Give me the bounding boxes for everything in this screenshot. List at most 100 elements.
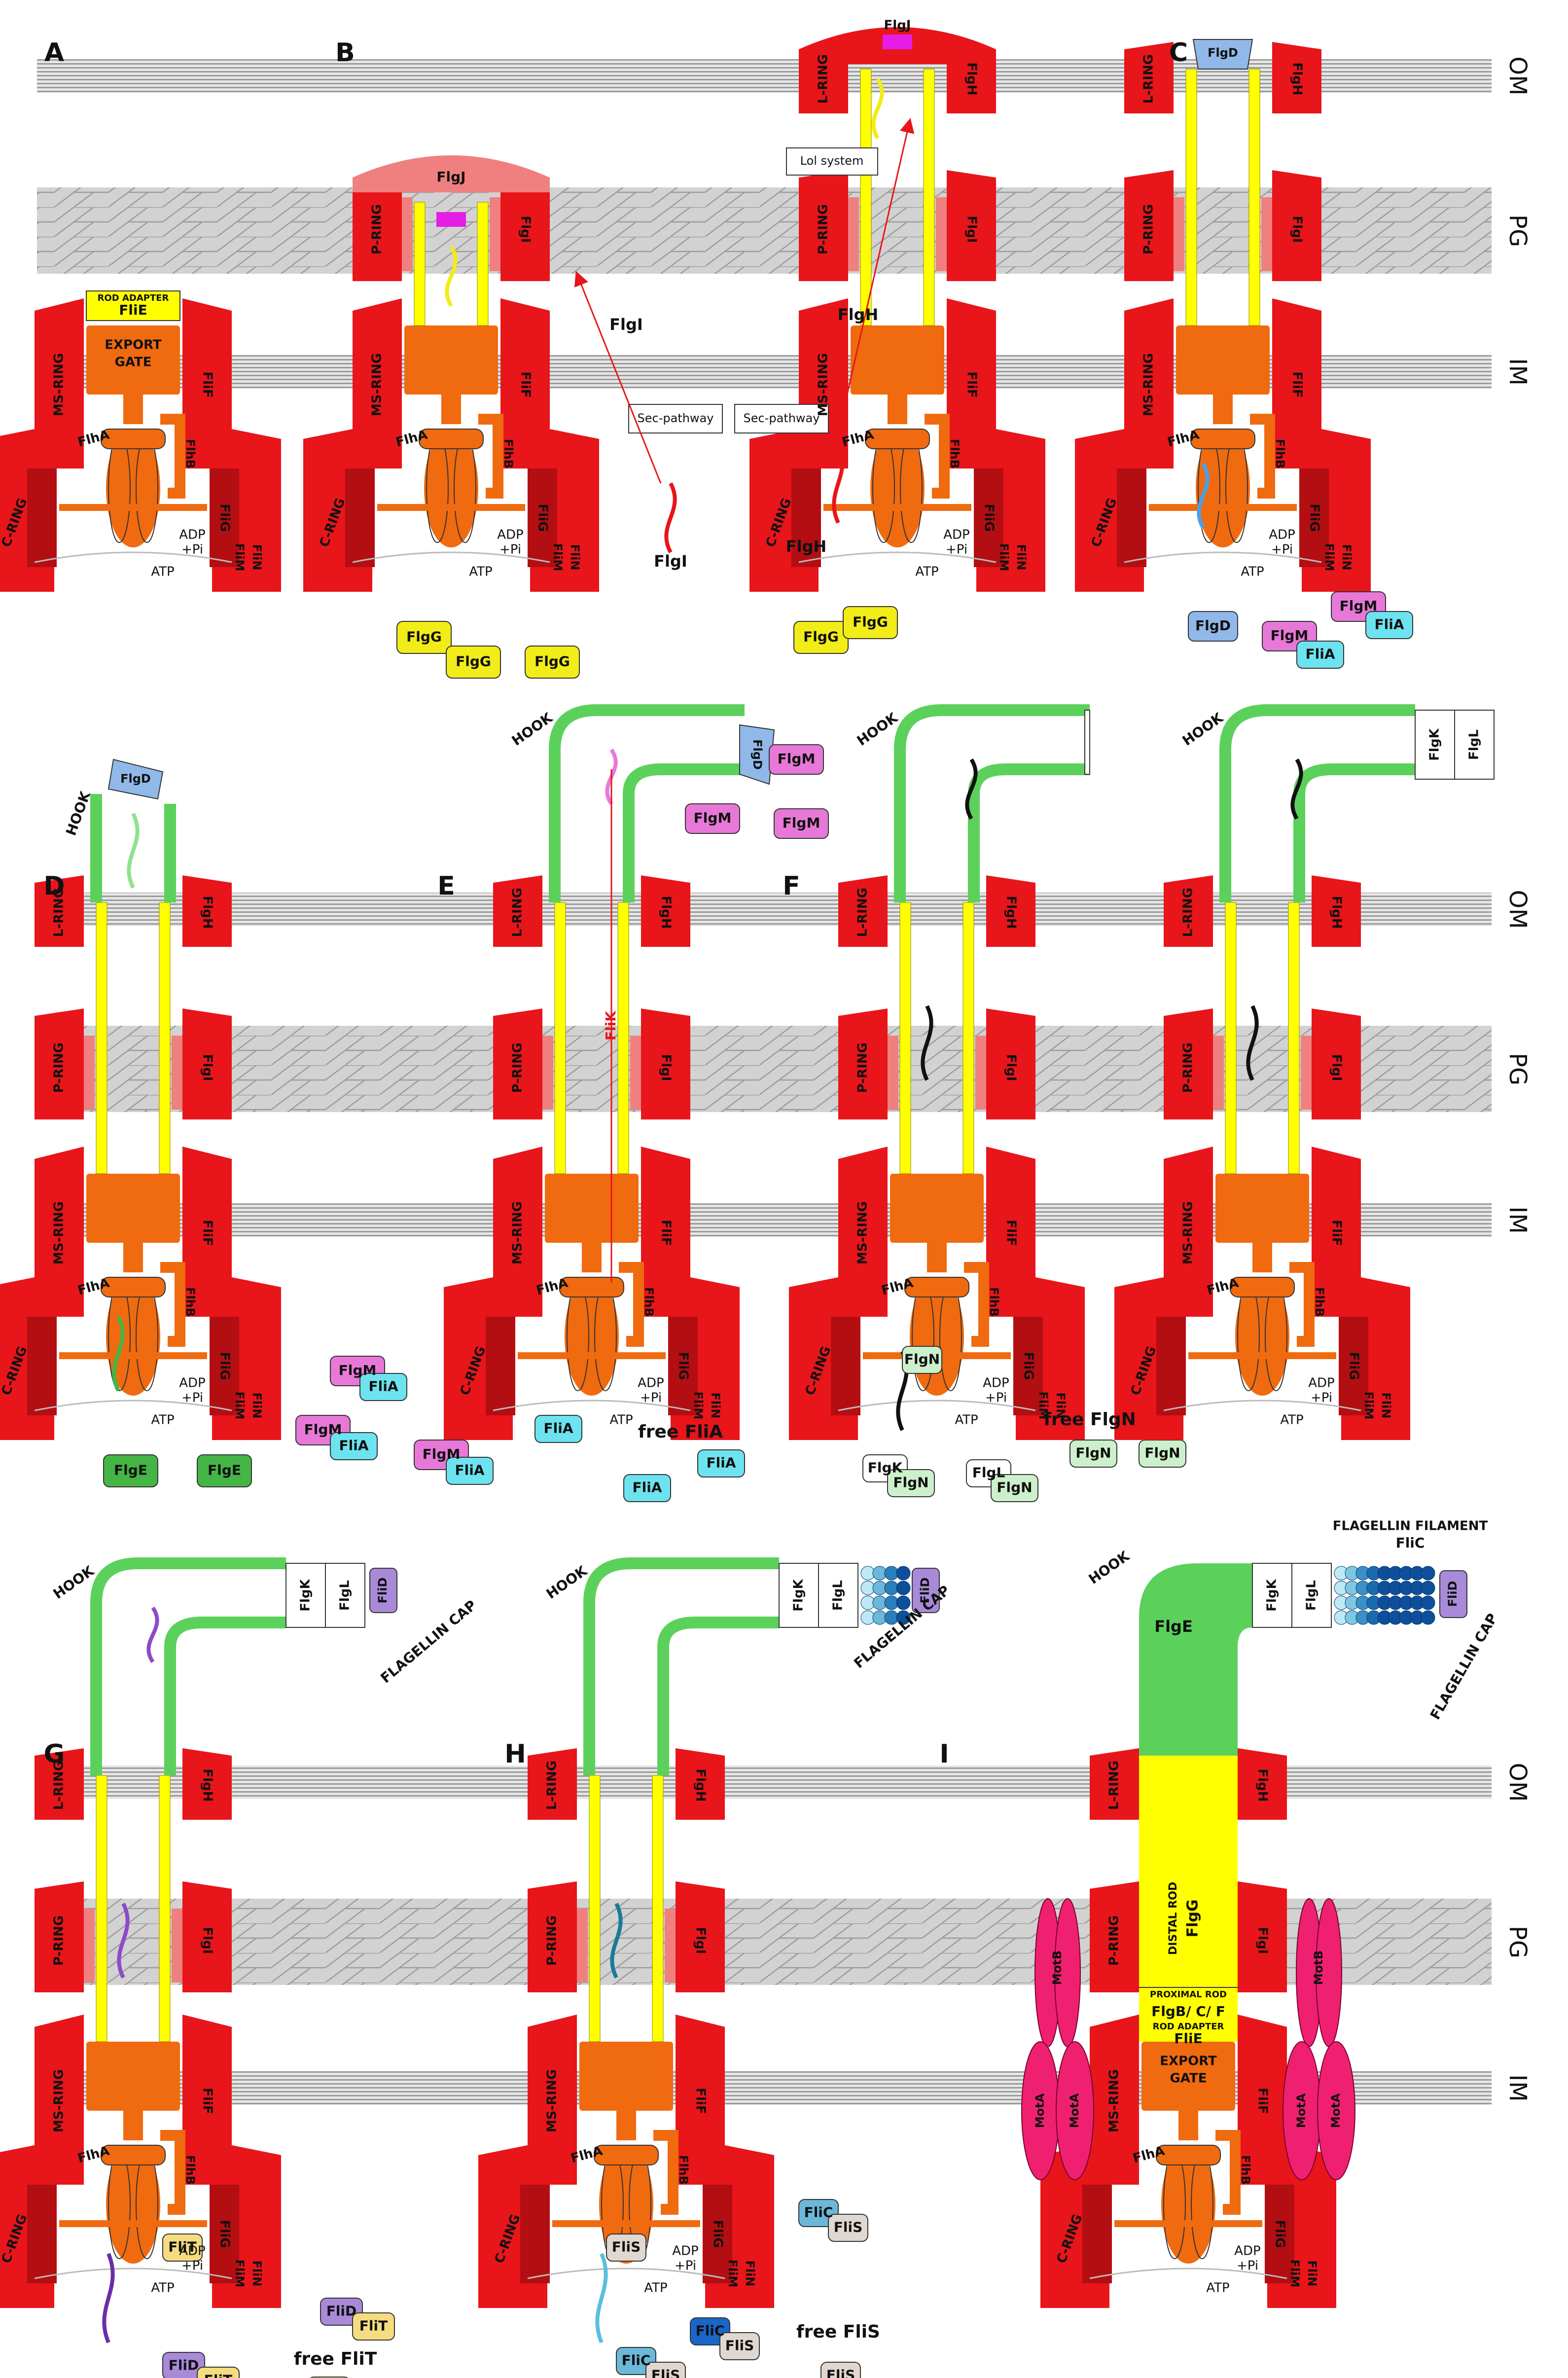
c-ring-inner <box>791 468 821 567</box>
flhB <box>1250 414 1275 499</box>
fliF-label: FliF <box>659 1220 674 1246</box>
flgK-label: FlgK <box>791 1579 806 1611</box>
export-gate <box>890 1174 984 1243</box>
flhB-label: FlhB <box>1313 1287 1326 1317</box>
sec-pathway-label: Sec-pathway <box>744 411 820 425</box>
fliF-ring <box>182 298 232 468</box>
p-ring-label: P-RING <box>855 1043 870 1093</box>
flgD-label: FlgD <box>1208 46 1238 60</box>
hook-label: HOOK <box>1086 1548 1133 1587</box>
flgH-ring <box>641 875 690 947</box>
motA <box>1056 2041 1094 2180</box>
flgH-label: FlgH <box>1255 1768 1270 1802</box>
adp-label: ADP <box>497 528 524 542</box>
fliG-label: FliG <box>676 1352 691 1380</box>
flgI-ring <box>641 1009 690 1119</box>
flagellin-subunit <box>1421 1581 1435 1595</box>
fliG-ring <box>703 2185 732 2283</box>
fliG-label: FliG <box>1021 1352 1036 1380</box>
p-ring-inner <box>577 1909 588 1982</box>
fliF-ring <box>986 1147 1035 1317</box>
fliT-protein: FliT <box>168 2239 196 2255</box>
p-ring <box>1090 1881 1139 1992</box>
flgN-protein: FlgN <box>1144 1445 1180 1461</box>
flhB <box>619 1262 644 1347</box>
flhA-stem <box>582 1243 602 1272</box>
l-ring-label: L-RING <box>510 888 525 937</box>
flgL-protein: FlgL <box>972 1465 1005 1481</box>
fliN-label: FliN <box>250 544 264 571</box>
flgH-label: FlgH <box>659 896 674 929</box>
motor-curve <box>34 551 232 563</box>
flgK-box <box>285 1563 326 1628</box>
substrate-protein <box>102 2253 115 2343</box>
layer-label-im: IM <box>1504 2074 1532 2102</box>
substrate-protein <box>112 1316 125 1392</box>
hook-label: HOOK <box>63 789 94 838</box>
flhB <box>964 1262 989 1347</box>
fliF-ring <box>500 298 550 468</box>
p-ring-label: P-RING <box>52 1915 67 1966</box>
p-ring <box>353 170 402 281</box>
substrate-protein <box>445 245 458 307</box>
flgL-box <box>1291 1563 1332 1628</box>
flhA-ring <box>101 1277 166 1297</box>
flgL-label: FlgL <box>338 1580 353 1611</box>
flgN-protein: FlgN <box>893 1475 928 1491</box>
export-gate <box>1141 2042 1235 2111</box>
flgE-protein-box <box>103 1454 158 1487</box>
p-ring-label: P-RING <box>1107 1915 1122 1966</box>
p-ring-inner <box>542 1036 553 1110</box>
l-ring <box>35 875 84 947</box>
export-gate <box>1176 325 1270 395</box>
flgH-ring <box>182 1748 232 1820</box>
transport-arrow <box>835 118 915 444</box>
flgI-label: FlgI <box>1329 1054 1344 1081</box>
flagellin-subunit <box>1421 1566 1435 1581</box>
flgBCF-label: FlgB/ C/ F <box>1151 2003 1225 2019</box>
c-ring-inner <box>1117 468 1146 567</box>
flgD-label: FlgD <box>750 739 764 770</box>
fliI-atpase <box>870 429 925 547</box>
flgI-label: FlgI <box>1004 1054 1019 1081</box>
fliA-protein-box <box>1365 611 1413 639</box>
flgD-cap <box>1192 39 1253 70</box>
hook-label: HOOK <box>543 1562 591 1602</box>
flhA-stem <box>123 395 143 424</box>
flhA-stem <box>1213 395 1233 424</box>
rod-wall <box>962 902 974 1174</box>
flgL-label: FlgL <box>1304 1580 1319 1611</box>
fliI-atpase <box>424 429 478 547</box>
flhA-stem <box>1252 1243 1272 1272</box>
motor-curve <box>352 551 550 563</box>
ms-ring-label: MS-RING <box>545 2069 560 2132</box>
fliI-atpase <box>1196 429 1250 547</box>
proximal-rod-label: PROXIMAL ROD <box>1150 1989 1227 2000</box>
substrate-protein <box>832 443 845 524</box>
flhA-ring <box>865 429 930 449</box>
substrate-protein <box>1197 463 1210 529</box>
flgI-ring <box>947 170 996 281</box>
adp-label: ADP <box>1269 528 1295 542</box>
rod-wall <box>96 902 107 1174</box>
ms-ring-label: MS-RING <box>1181 1201 1196 1264</box>
ms-ring-label: MS-RING <box>370 353 385 416</box>
ms-ring-label: MS-RING <box>52 2069 67 2132</box>
fliM-label: FliM <box>1288 2260 1302 2288</box>
flgI-label: FlgI <box>964 216 979 243</box>
pi-label: +Pi <box>985 1391 1007 1405</box>
panel-letter: F <box>783 871 800 901</box>
flagellin-subunit <box>896 1610 911 1625</box>
p-ring-inner <box>1261 197 1272 271</box>
p-ring-inner <box>848 197 859 271</box>
fliG-ring <box>1013 1317 1043 1415</box>
fliA-protein-box <box>359 1373 407 1401</box>
fliI-atpase <box>565 1277 619 1396</box>
flagellin-subunit <box>1421 1595 1435 1610</box>
fliF-label: FliF <box>693 2088 708 2114</box>
panel-letter: G <box>44 1739 65 1769</box>
fliS-protein: FliS <box>826 2367 855 2378</box>
fliA-protein: FliA <box>1306 646 1335 662</box>
atp-label: ATP <box>1206 2281 1229 2296</box>
